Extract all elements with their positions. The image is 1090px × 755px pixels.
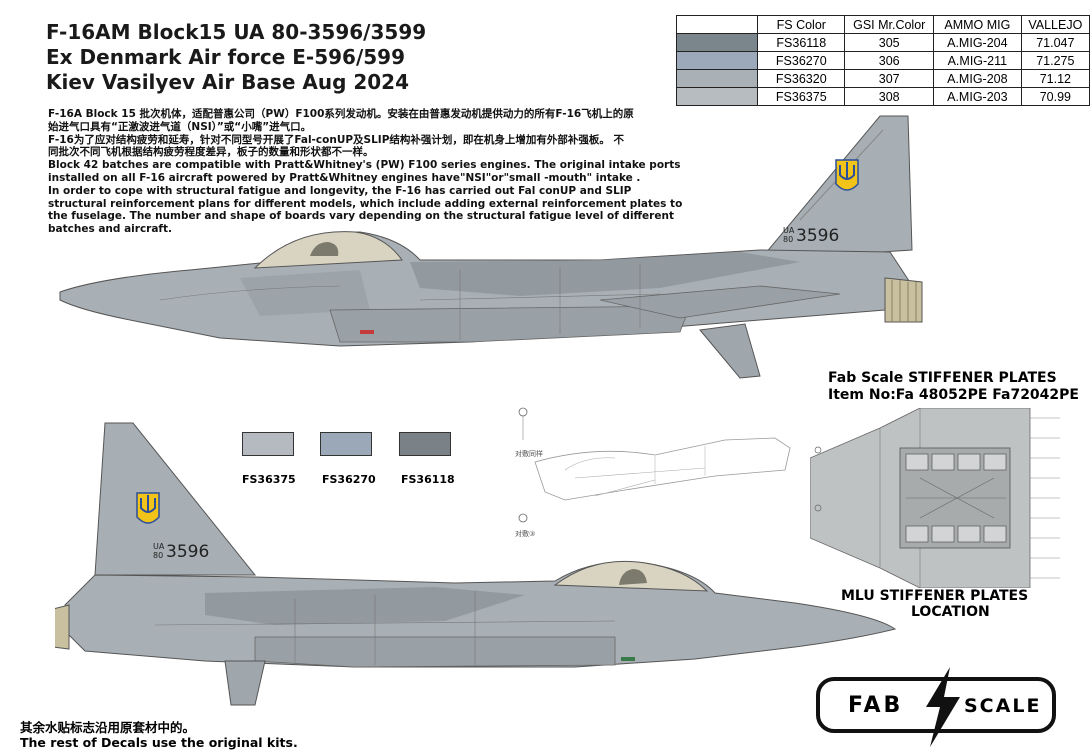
color-table: FS Color GSI Mr.Color AMMO MIG VALLEJO F…	[675, 15, 1090, 106]
row-gsi: 306	[844, 51, 935, 70]
engine-nozzle	[884, 277, 923, 323]
description-line: 同批次不同飞机根据结构疲劳程度差异，板子的数量和形状都不一样。	[48, 146, 374, 159]
row-fs: FS36270	[757, 51, 846, 70]
title-line-3: Kiev Vasilyev Air Base Aug 2024	[46, 70, 410, 94]
footer-note-en: The rest of Decals use the original kits…	[20, 735, 298, 750]
header-vallejo: VALLEJO	[1020, 15, 1090, 34]
swatch-label: FS36270	[322, 473, 376, 486]
vertical-tail	[94, 422, 257, 576]
description-line: structural reinforcement plans for diffe…	[48, 197, 683, 210]
tail-code-small: UA	[783, 226, 795, 235]
tail-number: 3596	[166, 542, 209, 562]
fab-scale-logo: FAB SCALE	[816, 667, 1056, 747]
engine-nozzle	[55, 604, 70, 650]
logo-text-left: FAB	[848, 693, 904, 718]
row-swatch	[675, 69, 759, 88]
swatch-fs36270	[320, 432, 372, 456]
lightning-bolt-icon	[926, 667, 960, 747]
table-row: FS36375 308 A.MIG-203 70.99	[675, 87, 1090, 106]
title-block: F-16AM Block15 UA 80-3596/3599 Ex Denmar…	[46, 20, 426, 95]
row-vallejo: 71.275	[1020, 51, 1090, 70]
stiffener-top-view	[810, 408, 1060, 588]
row-swatch	[675, 87, 759, 106]
description-line: batches and aircraft.	[48, 223, 173, 236]
tail-code-small: 80	[783, 235, 793, 244]
logo-text-right: SCALE	[964, 695, 1042, 717]
description-line: In order to cope with structural fatigue…	[48, 184, 632, 197]
row-gsi: 305	[844, 33, 935, 52]
tail-number: 3596	[796, 226, 839, 246]
row-gsi: 307	[844, 69, 935, 88]
description-line: F-16为了应对结构疲劳和延寿，针对不同型号开展了Fal-conUP及SLIP结…	[48, 133, 625, 146]
table-row: FS36270 306 A.MIG-211 71.275	[675, 51, 1090, 70]
ukraine-trident-icon	[136, 492, 160, 524]
row-vallejo: 70.99	[1020, 87, 1090, 106]
header-gsi: GSI Mr.Color	[844, 15, 935, 34]
row-fs: FS36320	[757, 69, 846, 88]
row-swatch	[675, 33, 759, 52]
row-swatch	[675, 51, 759, 70]
ukraine-trident-icon	[835, 159, 859, 191]
header-swatch	[675, 15, 759, 34]
row-ammo: A.MIG-204	[933, 33, 1022, 52]
header-ammo: AMMO MIG	[933, 15, 1022, 34]
title-line-1: F-16AM Block15 UA 80-3596/3599	[46, 20, 427, 44]
color-table-header: FS Color GSI Mr.Color AMMO MIG VALLEJO	[675, 15, 1090, 34]
row-gsi: 308	[844, 87, 935, 106]
diagram-note: 对敷同样	[515, 449, 543, 458]
mlu-stiffener-title: MLU STIFFENER PLATES	[841, 588, 1029, 604]
fab-stiffener-item: Item No:Fa 48052PE Fa72042PE	[828, 387, 1079, 403]
aircraft-side-view-top: UA 80 3596	[59, 115, 923, 379]
swatch-fs36375	[242, 432, 294, 456]
swatch-fs36118	[399, 432, 451, 456]
fab-stiffener-title: Fab Scale STIFFENER PLATES	[828, 370, 1057, 386]
description: F-16A Block 15 批次机体，适配普惠公司（PW）F100系列发动机。…	[48, 108, 683, 236]
row-ammo: A.MIG-211	[933, 51, 1022, 70]
description-line: F-16A Block 15 批次机体，适配普惠公司（PW）F100系列发动机。…	[48, 108, 634, 120]
row-fs: FS36118	[757, 33, 846, 52]
row-vallejo: 71.12	[1020, 69, 1090, 88]
table-row: FS36320 307 A.MIG-208 71.12	[675, 69, 1090, 88]
description-line: the fuselage. The number and shape of bo…	[48, 210, 674, 223]
description-line: installed on all F-16 aircraft powered b…	[48, 171, 641, 184]
tail-code-small: 80	[153, 551, 163, 560]
row-ammo: A.MIG-203	[933, 87, 1022, 106]
diagram-note: 对敷③	[515, 529, 535, 538]
aircraft-side-view-bottom: UA 80 3596	[55, 422, 897, 706]
row-vallejo: 71.047	[1020, 33, 1090, 52]
description-line: 始进气口具有“正激波进气道（NSI）”或“小嘴”进气口。	[48, 120, 312, 133]
stiffener-line-drawing: 对敷同样 对敷③	[515, 407, 791, 538]
swatch-label: FS36118	[401, 473, 455, 486]
title-line-2: Ex Denmark Air force E-596/599	[46, 45, 406, 69]
description-line: Block 42 batches are compatible with Pra…	[48, 159, 681, 172]
row-ammo: A.MIG-208	[933, 69, 1022, 88]
row-fs: FS36375	[757, 87, 846, 106]
tail-code-small: UA	[153, 542, 165, 551]
mlu-stiffener-location: LOCATION	[911, 604, 990, 620]
footer-note-cn: 其余水贴标志沿用原套材中的。	[20, 720, 196, 735]
table-row: FS36118 305 A.MIG-204 71.047	[675, 33, 1090, 52]
header-fs: FS Color	[757, 15, 846, 34]
swatch-label: FS36375	[242, 473, 296, 486]
